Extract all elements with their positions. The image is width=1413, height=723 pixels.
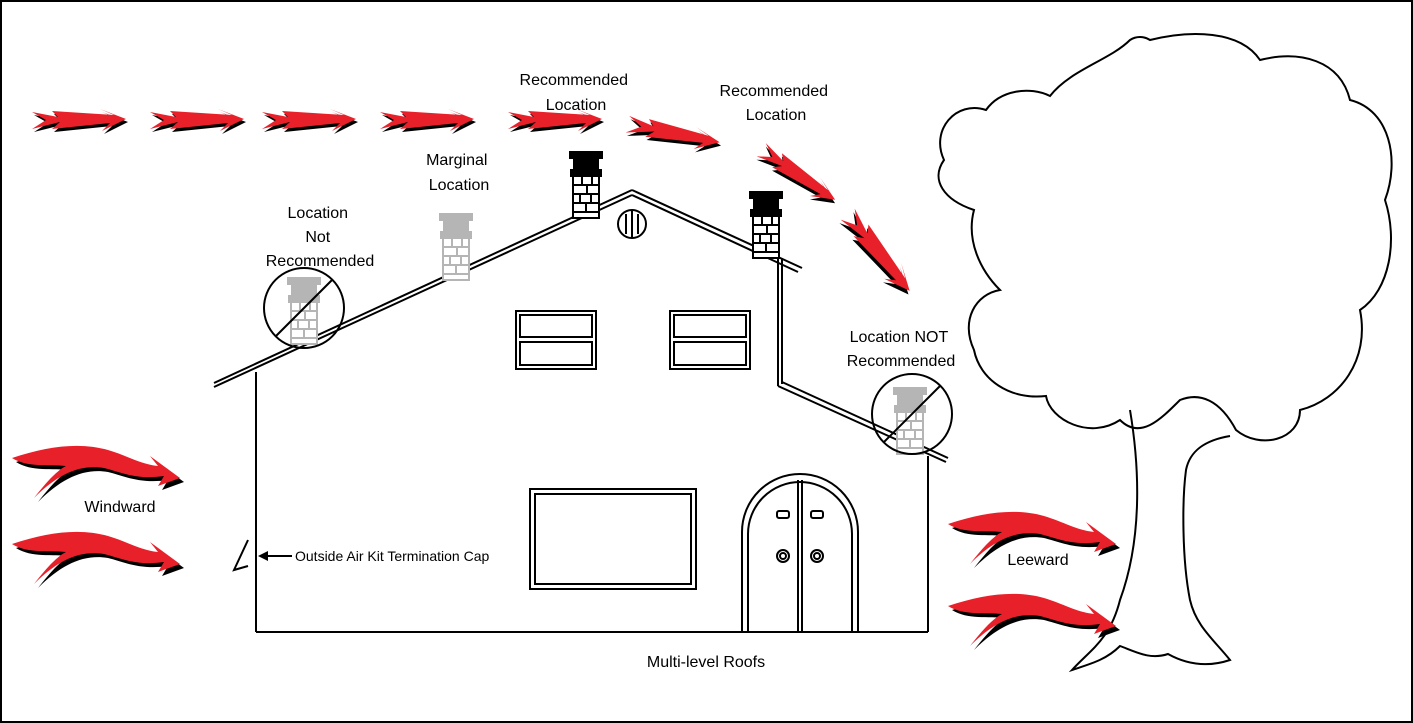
wind-arrow-icon bbox=[948, 593, 1120, 650]
recommended-location-label-1: Recommended Location bbox=[520, 72, 633, 114]
wind-arrows-windward bbox=[12, 445, 184, 588]
wind-arrow-icon bbox=[380, 109, 476, 134]
chimney-icon bbox=[749, 191, 783, 259]
wind-arrows-top bbox=[32, 109, 920, 303]
location-not-recommended-label-right: Location NOT Recommended bbox=[847, 329, 956, 370]
location-not-recommended-label-left: Location Not Recommended bbox=[266, 205, 375, 270]
outside-air-kit-label: Outside Air Kit Termination Cap bbox=[295, 548, 489, 564]
house-icon bbox=[213, 189, 949, 633]
wind-arrow-icon bbox=[12, 445, 184, 502]
marginal-location-label: Marginal Location bbox=[426, 152, 492, 194]
wind-arrow-icon bbox=[624, 112, 724, 158]
tree-icon bbox=[937, 33, 1393, 673]
wind-arrow-icon bbox=[32, 109, 128, 134]
recommended-location-label-2: Recommended Location bbox=[720, 83, 833, 124]
chimney-icon bbox=[439, 213, 473, 281]
leeward-label: Leeward bbox=[1007, 552, 1068, 569]
wind-arrow-icon bbox=[262, 109, 358, 134]
wind-arrow-icon bbox=[12, 531, 184, 588]
wind-arrow-icon bbox=[150, 109, 246, 134]
chimney-icon bbox=[569, 151, 603, 219]
diagram-caption: Multi-level Roofs bbox=[647, 654, 765, 671]
wind-arrows-leeward bbox=[948, 511, 1120, 650]
windward-label: Windward bbox=[84, 499, 155, 516]
wind-arrow-icon bbox=[836, 206, 920, 303]
prohibited-chimney-icon bbox=[263, 267, 345, 349]
termination-cap-pointer bbox=[258, 551, 292, 561]
prohibited-chimney-icon bbox=[871, 373, 953, 455]
